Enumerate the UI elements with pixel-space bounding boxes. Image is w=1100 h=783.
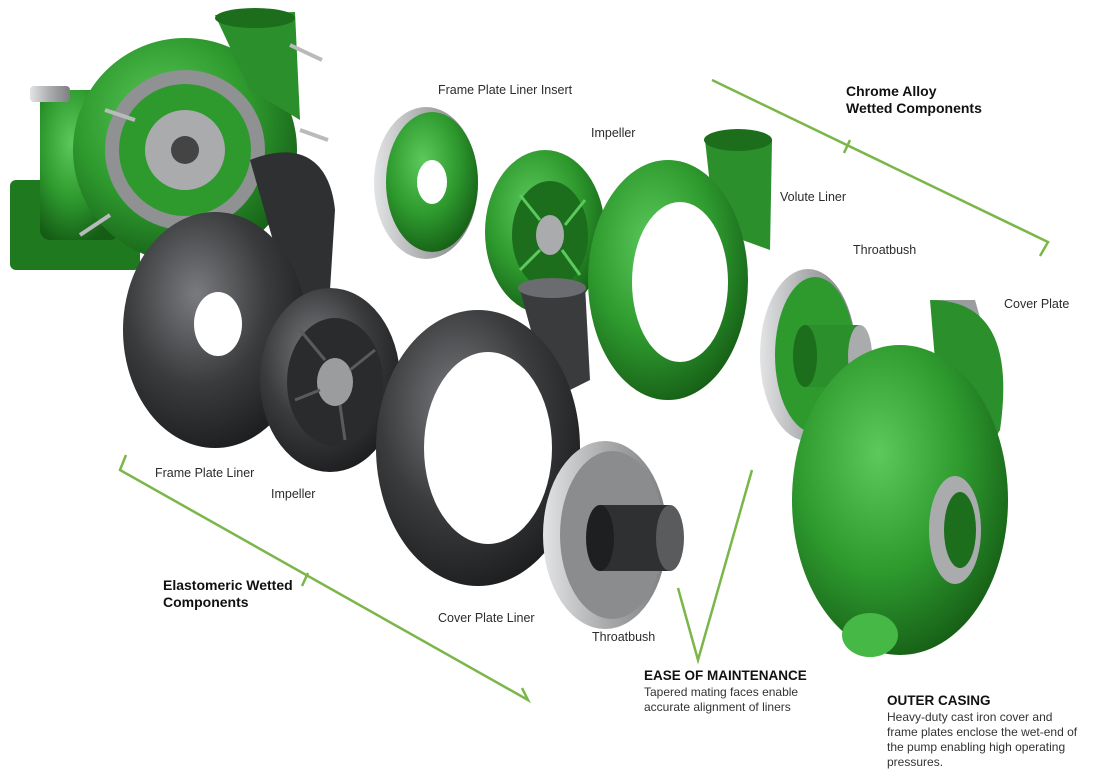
frame-plate-liner-insert: [374, 107, 478, 259]
outer-line-3: the pump enabling high operating: [887, 740, 1066, 754]
impeller-top: [485, 150, 605, 314]
label-frame-plate-liner: Frame Plate Liner: [155, 466, 255, 480]
group-chrome-alloy: Chrome Alloy Wetted Components: [846, 83, 982, 117]
ease-line-1: Tapered mating faces enable: [644, 685, 799, 699]
label-cover-plate: Cover Plate: [1004, 297, 1070, 311]
cover-plate: [792, 300, 1008, 657]
group-chrome-alloy-line2: Wetted Components: [846, 100, 982, 116]
outer-line-1: Heavy-duty cast iron cover and: [887, 710, 1053, 724]
label-throatbush-bottom: Throatbush: [592, 630, 656, 644]
ease-of-maintenance-pointer: [676, 469, 754, 665]
volute-liner-elastomeric: [376, 278, 590, 586]
throatbush-bottom: [543, 441, 684, 629]
ease-of-maintenance-text: Tapered mating faces enable accurate ali…: [644, 685, 798, 715]
outer-line-2: frame plates enclose the wet-end of: [887, 725, 1078, 739]
label-impeller-top: Impeller: [591, 126, 636, 140]
volute-liner-chrome: [588, 129, 772, 400]
label-cover-plate-liner: Cover Plate Liner: [438, 611, 535, 625]
label-frame-plate-liner-insert: Frame Plate Liner Insert: [438, 83, 573, 97]
ease-line-2: accurate alignment of liners: [644, 700, 791, 714]
impeller-bottom: [260, 288, 400, 472]
assembled-pump: [10, 8, 329, 270]
outer-casing-text: Heavy-duty cast iron cover and frame pla…: [887, 710, 1077, 770]
outer-line-4: pressures.: [887, 755, 944, 769]
elastomeric-bracket: [118, 454, 531, 704]
group-elastomeric: Elastomeric Wetted Components: [163, 577, 293, 611]
group-elastomeric-line2: Components: [163, 594, 249, 610]
chrome-alloy-bracket: [711, 78, 1050, 257]
label-volute-liner: Volute Liner: [780, 190, 847, 204]
ease-of-maintenance-title: EASE OF MAINTENANCE: [644, 668, 807, 683]
group-elastomeric-line1: Elastomeric Wetted: [163, 577, 293, 593]
label-impeller-bottom: Impeller: [271, 487, 316, 501]
label-throatbush-top: Throatbush: [853, 243, 917, 257]
outer-casing-title: OUTER CASING: [887, 693, 991, 708]
group-chrome-alloy-line1: Chrome Alloy: [846, 83, 937, 99]
